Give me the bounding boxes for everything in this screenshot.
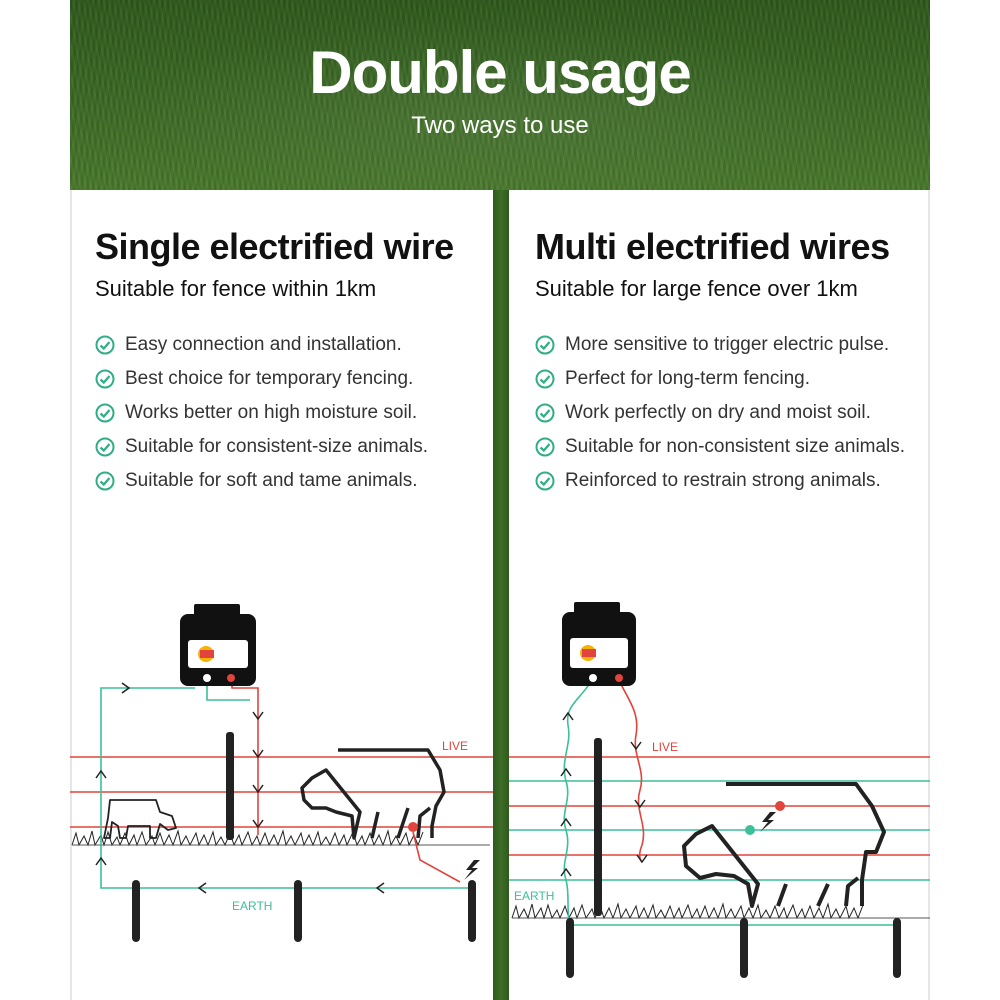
live-arrows bbox=[630, 741, 648, 864]
lightning-icon bbox=[464, 860, 480, 880]
cow-icon bbox=[682, 782, 886, 908]
live-label: LIVE bbox=[442, 739, 468, 753]
left-title: Single electrified wire bbox=[95, 226, 454, 267]
hero-banner: Double usage Two ways to use bbox=[70, 0, 930, 190]
live-contact-point bbox=[775, 801, 785, 811]
left-edge bbox=[70, 190, 72, 1000]
live-arrows bbox=[252, 711, 264, 829]
cow-icon bbox=[300, 748, 446, 840]
list-item: Work perfectly on dry and moist soil. bbox=[535, 396, 905, 430]
earth-feed bbox=[563, 679, 900, 926]
right-subtitle: Suitable for large fence over 1km bbox=[535, 276, 858, 301]
live-wires bbox=[509, 756, 930, 856]
list-item: More sensitive to trigger electric pulse… bbox=[535, 328, 905, 362]
right-edge bbox=[928, 190, 930, 1000]
list-item-text: More sensitive to trigger electric pulse… bbox=[565, 334, 890, 355]
list-item: Works better on high moisture soil. bbox=[95, 396, 454, 430]
fence-post-icon bbox=[594, 738, 602, 916]
spark-path bbox=[408, 822, 461, 883]
energizer-icon bbox=[180, 604, 256, 686]
list-item-text: Best choice for temporary fencing. bbox=[125, 368, 414, 389]
list-item: Suitable for consistent-size animals. bbox=[95, 430, 454, 464]
live-wire bbox=[70, 756, 493, 828]
left-feature-list: Easy connection and installation. Best c… bbox=[95, 328, 454, 498]
earth-contact-point bbox=[745, 825, 755, 835]
lightning-icon bbox=[760, 812, 776, 832]
check-circle-icon bbox=[535, 471, 555, 491]
check-circle-icon bbox=[95, 369, 115, 389]
earth-arrows bbox=[95, 682, 385, 894]
earth-arrows bbox=[560, 711, 574, 877]
ground-rod-icon bbox=[566, 918, 901, 978]
ground-rod-icon bbox=[132, 880, 476, 942]
list-item-text: Work perfectly on dry and moist soil. bbox=[565, 402, 871, 423]
list-item-text: Easy connection and installation. bbox=[125, 334, 402, 355]
list-item-text: Reinforced to restrain strong animals. bbox=[565, 470, 881, 491]
list-item-text: Suitable for soft and tame animals. bbox=[125, 470, 418, 491]
list-item-text: Works better on high moisture soil. bbox=[125, 402, 418, 423]
check-circle-icon bbox=[95, 335, 115, 355]
left-subtitle: Suitable for fence within 1km bbox=[95, 276, 377, 301]
check-circle-icon bbox=[535, 403, 555, 423]
live-label: LIVE bbox=[652, 740, 678, 754]
calf-icon bbox=[103, 799, 177, 839]
check-circle-icon bbox=[95, 403, 115, 423]
earth-label: EARTH bbox=[514, 889, 554, 903]
list-item: Best choice for temporary fencing. bbox=[95, 362, 454, 396]
check-circle-icon bbox=[535, 437, 555, 457]
energizer-icon bbox=[562, 602, 636, 686]
check-circle-icon bbox=[95, 437, 115, 457]
grass-strip bbox=[71, 829, 490, 847]
list-item: Reinforced to restrain strong animals. bbox=[535, 464, 905, 498]
list-item: Easy connection and installation. bbox=[95, 328, 454, 362]
grass-strip bbox=[511, 902, 930, 920]
check-circle-icon bbox=[535, 335, 555, 355]
right-feature-list: More sensitive to trigger electric pulse… bbox=[535, 328, 905, 498]
column-divider bbox=[493, 190, 509, 1000]
earth-wire bbox=[100, 680, 475, 889]
right-title: Multi electrified wires bbox=[535, 226, 890, 267]
list-item: Perfect for long-term fencing. bbox=[535, 362, 905, 396]
earth-label: EARTH bbox=[232, 899, 272, 913]
earth-wires bbox=[509, 780, 930, 881]
list-item-text: Perfect for long-term fencing. bbox=[565, 368, 810, 389]
page-subtitle: Two ways to use bbox=[411, 112, 589, 139]
list-item: Suitable for non-consistent size animals… bbox=[535, 430, 905, 464]
page-title: Double usage bbox=[309, 39, 691, 106]
fence-post-icon bbox=[226, 732, 234, 840]
list-item: Suitable for soft and tame animals. bbox=[95, 464, 454, 498]
list-item-text: Suitable for consistent-size animals. bbox=[125, 436, 429, 457]
list-item-text: Suitable for non-consistent size animals… bbox=[565, 436, 906, 457]
check-circle-icon bbox=[95, 471, 115, 491]
left-column: Single electrified wire Suitable for fen… bbox=[95, 226, 454, 498]
check-circle-icon bbox=[535, 369, 555, 389]
live-feed bbox=[618, 679, 645, 863]
right-column: Multi electrified wires Suitable for lar… bbox=[535, 226, 905, 498]
